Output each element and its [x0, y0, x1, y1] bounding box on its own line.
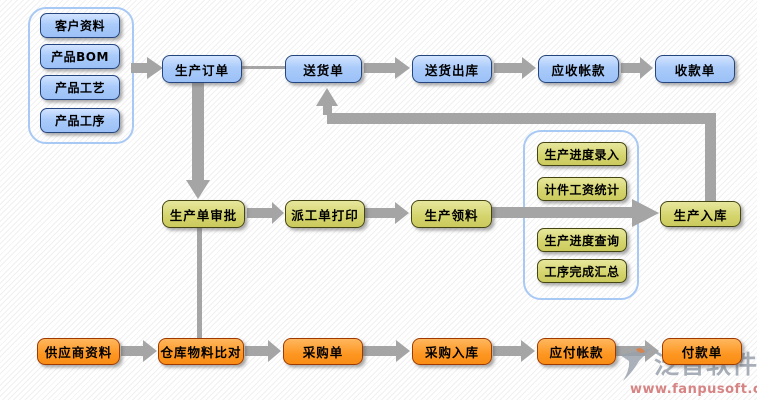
node-production-order-approval: 生产单审批	[162, 200, 245, 228]
arrow-supplier-to-warehouse-check	[121, 340, 157, 362]
node-payment-note: 付款单	[662, 338, 742, 365]
master-data-group	[28, 7, 134, 144]
node-piecework-wage-stats: 计件工资统计	[537, 177, 627, 201]
line-production-order-to-delivery-note	[240, 66, 285, 69]
node-production-inbound: 生产入库	[660, 201, 741, 227]
node-delivery-outbound: 送货出库	[412, 55, 492, 83]
arrow-masterdata-to-production-order	[131, 57, 163, 79]
node-accounts-payable: 应付帐款	[537, 338, 616, 365]
arrow-accounts-receivable-to-receipt-note	[621, 57, 653, 79]
line-approval-to-warehouse-check	[197, 226, 202, 338]
node-production-order: 生产订单	[162, 55, 242, 83]
node-accounts-receivable: 应收帐款	[538, 55, 619, 83]
node-supplier-info: 供应商资料	[37, 338, 120, 365]
arrow-delivery-note-to-delivery-outbound	[364, 57, 410, 79]
feedback-production-inbound-to-delivery-note	[316, 88, 716, 202]
arrow-approval-to-dispatch-print	[247, 202, 284, 224]
fanpu-logo-icon	[620, 348, 652, 381]
node-procedure-completion-summary: 工序完成汇总	[537, 259, 627, 283]
arrow-purchase-order-to-purchase-inbound	[363, 340, 410, 362]
node-customer-info: 客户资料	[40, 13, 120, 38]
node-purchase-inbound: 采购入库	[412, 338, 492, 365]
arrow-production-order-to-approval	[186, 81, 210, 199]
node-purchase-order: 采购单	[283, 338, 363, 365]
node-warehouse-material-check: 仓库物料比对	[158, 338, 244, 365]
node-delivery-note: 送货单	[285, 55, 362, 83]
node-receipt-note: 收款单	[655, 55, 735, 83]
node-production-material-requisition: 生产领料	[411, 200, 492, 228]
arrow-dispatch-print-to-picking	[363, 202, 409, 224]
arrow-purchase-inbound-to-accounts-payable	[493, 340, 535, 362]
node-product-procedure: 产品工序	[40, 108, 120, 133]
arrow-warehouse-check-to-purchase-order	[245, 340, 281, 362]
arrow-picking-to-production-inbound	[490, 199, 659, 227]
node-product-craft: 产品工艺	[40, 75, 120, 100]
node-progress-query: 生产进度查询	[537, 228, 627, 252]
arrow-accounts-payable-to-payment-note	[616, 340, 659, 362]
node-product-bom: 产品BOM	[40, 44, 120, 69]
node-dispatch-order-print: 派工单打印	[285, 200, 365, 228]
node-progress-entry: 生产进度录入	[537, 142, 627, 166]
watermark-url: www.fanpusoft.com	[630, 382, 757, 397]
arrow-delivery-outbound-to-accounts-receivable	[494, 57, 536, 79]
